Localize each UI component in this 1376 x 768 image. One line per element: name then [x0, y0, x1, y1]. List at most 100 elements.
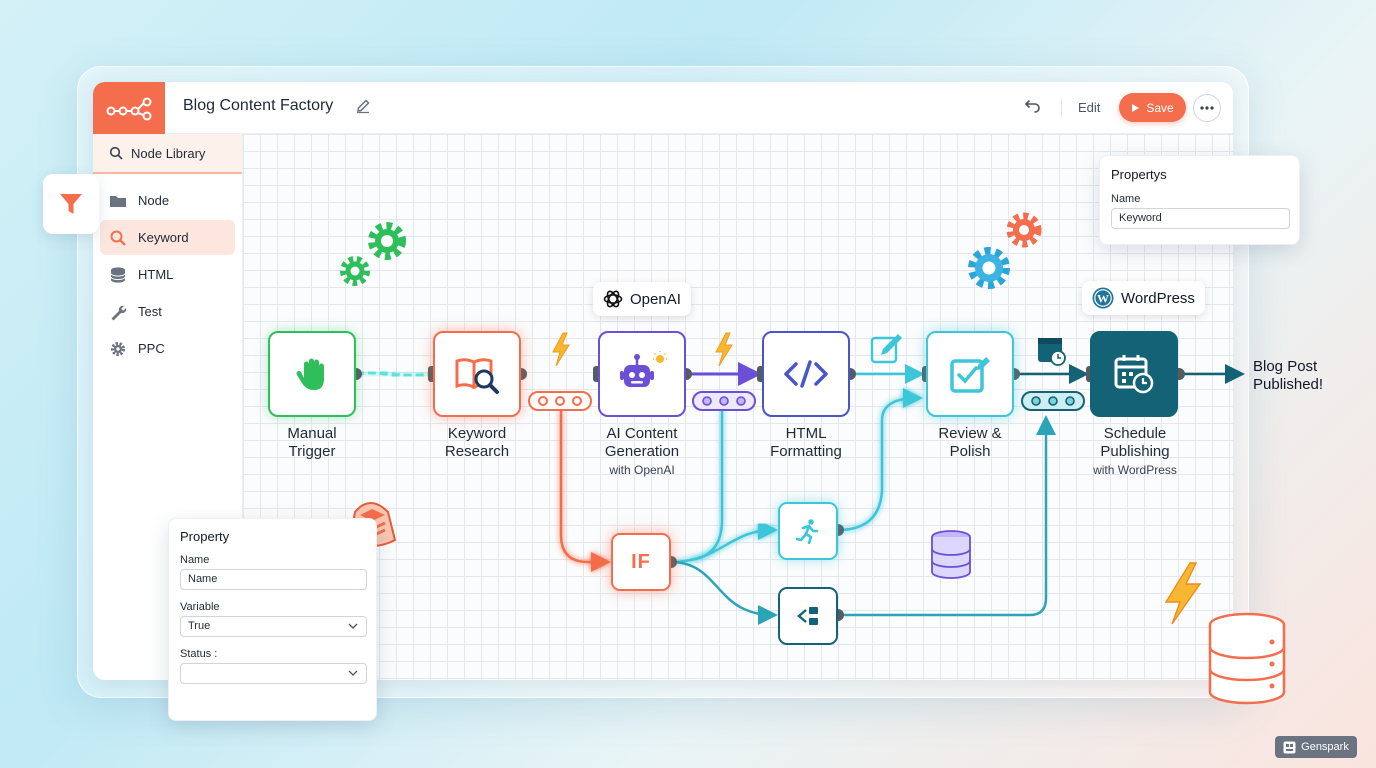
node-subtitle-openai: with OpenAI — [609, 463, 675, 477]
pencil-icon[interactable] — [355, 98, 371, 119]
folder-icon — [110, 195, 126, 207]
if-node-label: IF — [631, 550, 651, 573]
save-label: Save — [1146, 100, 1174, 115]
node-library-label: Node Library — [131, 145, 206, 161]
checkbox-edit-icon — [950, 357, 990, 393]
status-field-label: Status : — [180, 648, 218, 660]
sidebar-item-html[interactable]: HTML — [100, 257, 235, 292]
undo-icon[interactable] — [1023, 97, 1043, 122]
wordpress-logo-icon: W — [1092, 287, 1114, 309]
save-button[interactable]: Save — [1119, 93, 1186, 122]
node-html-formatting[interactable] — [762, 331, 850, 417]
sidebar-item-label: HTML — [138, 267, 174, 282]
openai-badge: OpenAI — [593, 282, 691, 316]
node-subtitle-wordpress: with WordPress — [1093, 463, 1177, 477]
database-icon — [931, 530, 971, 579]
node-ai-content-generation[interactable] — [598, 331, 686, 417]
status-select[interactable] — [180, 663, 367, 684]
chevron-down-icon — [348, 670, 358, 676]
properties-panel-right: Propertys Name Keyword — [1099, 155, 1300, 245]
variable-select[interactable]: True — [180, 616, 367, 637]
lightning-icon — [552, 332, 570, 367]
openai-logo-icon — [603, 290, 623, 308]
sidebar-item-node[interactable]: Node — [100, 183, 235, 218]
name-field-label: Name — [1111, 193, 1141, 205]
sidebar-item-label: PPC — [138, 341, 165, 356]
genspark-watermark: Genspark — [1275, 736, 1357, 758]
node-schedule-publishing[interactable] — [1090, 331, 1178, 417]
conveyor-purple — [692, 391, 756, 411]
calendar-clock-icon — [1114, 355, 1154, 394]
app-logo[interactable] — [93, 82, 165, 134]
filter-icon — [60, 194, 82, 214]
variable-select-value: True — [188, 620, 211, 632]
sidebar-item-label: Test — [138, 304, 162, 319]
name-input[interactable]: Keyword — [1111, 208, 1290, 229]
node-library-header[interactable]: Node Library — [93, 134, 242, 174]
genspark-logo-icon — [1283, 741, 1296, 753]
gear-icon — [1006, 212, 1042, 248]
toolbar-divider — [1061, 98, 1062, 118]
properties-panel-left: Property Name Name Variable True Status … — [168, 518, 377, 721]
connection-split-to-schedule — [838, 415, 1056, 617]
node-branch-run[interactable] — [778, 502, 838, 560]
robot-icon — [620, 351, 667, 387]
variable-field-label: Variable — [180, 601, 220, 613]
sidebar-item-keyword[interactable]: Keyword — [100, 220, 235, 255]
search-icon — [109, 146, 123, 160]
workflow-title[interactable]: Blog Content Factory — [183, 97, 334, 114]
connection-keyword-to-if — [559, 410, 611, 572]
connection-runner-to-review — [837, 388, 923, 532]
node-keyword-research[interactable] — [433, 331, 521, 417]
properties-panel-title: Propertys — [1111, 167, 1167, 182]
svg-text:W: W — [1097, 292, 1109, 306]
lightning-icon — [1164, 562, 1202, 625]
conveyor-teal — [1021, 391, 1085, 411]
gear-icon — [968, 247, 1010, 289]
wrench-icon — [111, 305, 127, 320]
conveyor-orange — [528, 391, 592, 411]
gear-icon — [368, 222, 406, 260]
edit-button[interactable]: Edit — [1078, 100, 1101, 115]
gear-icon — [340, 256, 370, 286]
workflow-logo-icon — [106, 97, 152, 121]
node-manual-trigger[interactable] — [268, 331, 356, 417]
node-label-review-polish: Review &Polish — [938, 425, 1002, 460]
calendar-clock-icon — [1038, 338, 1066, 366]
node-review-polish[interactable] — [926, 331, 1014, 417]
property-panel-title: Property — [180, 529, 230, 544]
play-icon — [1132, 103, 1140, 112]
sidebar-item-label: Keyword — [138, 230, 189, 245]
database-icon — [110, 266, 126, 283]
wordpress-badge-label: WordPress — [1121, 289, 1195, 307]
top-bar: Blog Content Factory Edit Save — [93, 82, 1233, 134]
wordpress-badge: W WordPress — [1082, 281, 1205, 315]
openai-badge-label: OpenAI — [630, 290, 681, 308]
connection-trigger-to-keyword — [355, 370, 433, 378]
name-field-label: Name — [180, 554, 210, 566]
chevron-down-icon — [348, 623, 358, 629]
ellipsis-icon — [1200, 106, 1214, 110]
watermark-label: Genspark — [1301, 741, 1349, 753]
node-if-condition[interactable]: IF — [611, 533, 671, 591]
sidebar-item-test[interactable]: Test — [100, 294, 235, 329]
split-flow-icon — [797, 607, 818, 625]
book-search-icon — [455, 358, 499, 394]
code-icon — [784, 360, 828, 388]
node-branch-split[interactable] — [778, 587, 838, 645]
running-icon — [795, 519, 819, 544]
filter-button[interactable] — [43, 174, 99, 234]
more-options-button[interactable] — [1193, 94, 1221, 122]
sidebar-item-label: Node — [138, 193, 170, 208]
server-stack-icon — [1208, 612, 1286, 705]
sidebar-item-ppc[interactable]: PPC — [100, 331, 235, 366]
name-input[interactable]: Name — [180, 569, 367, 590]
gear-icon — [111, 341, 125, 356]
